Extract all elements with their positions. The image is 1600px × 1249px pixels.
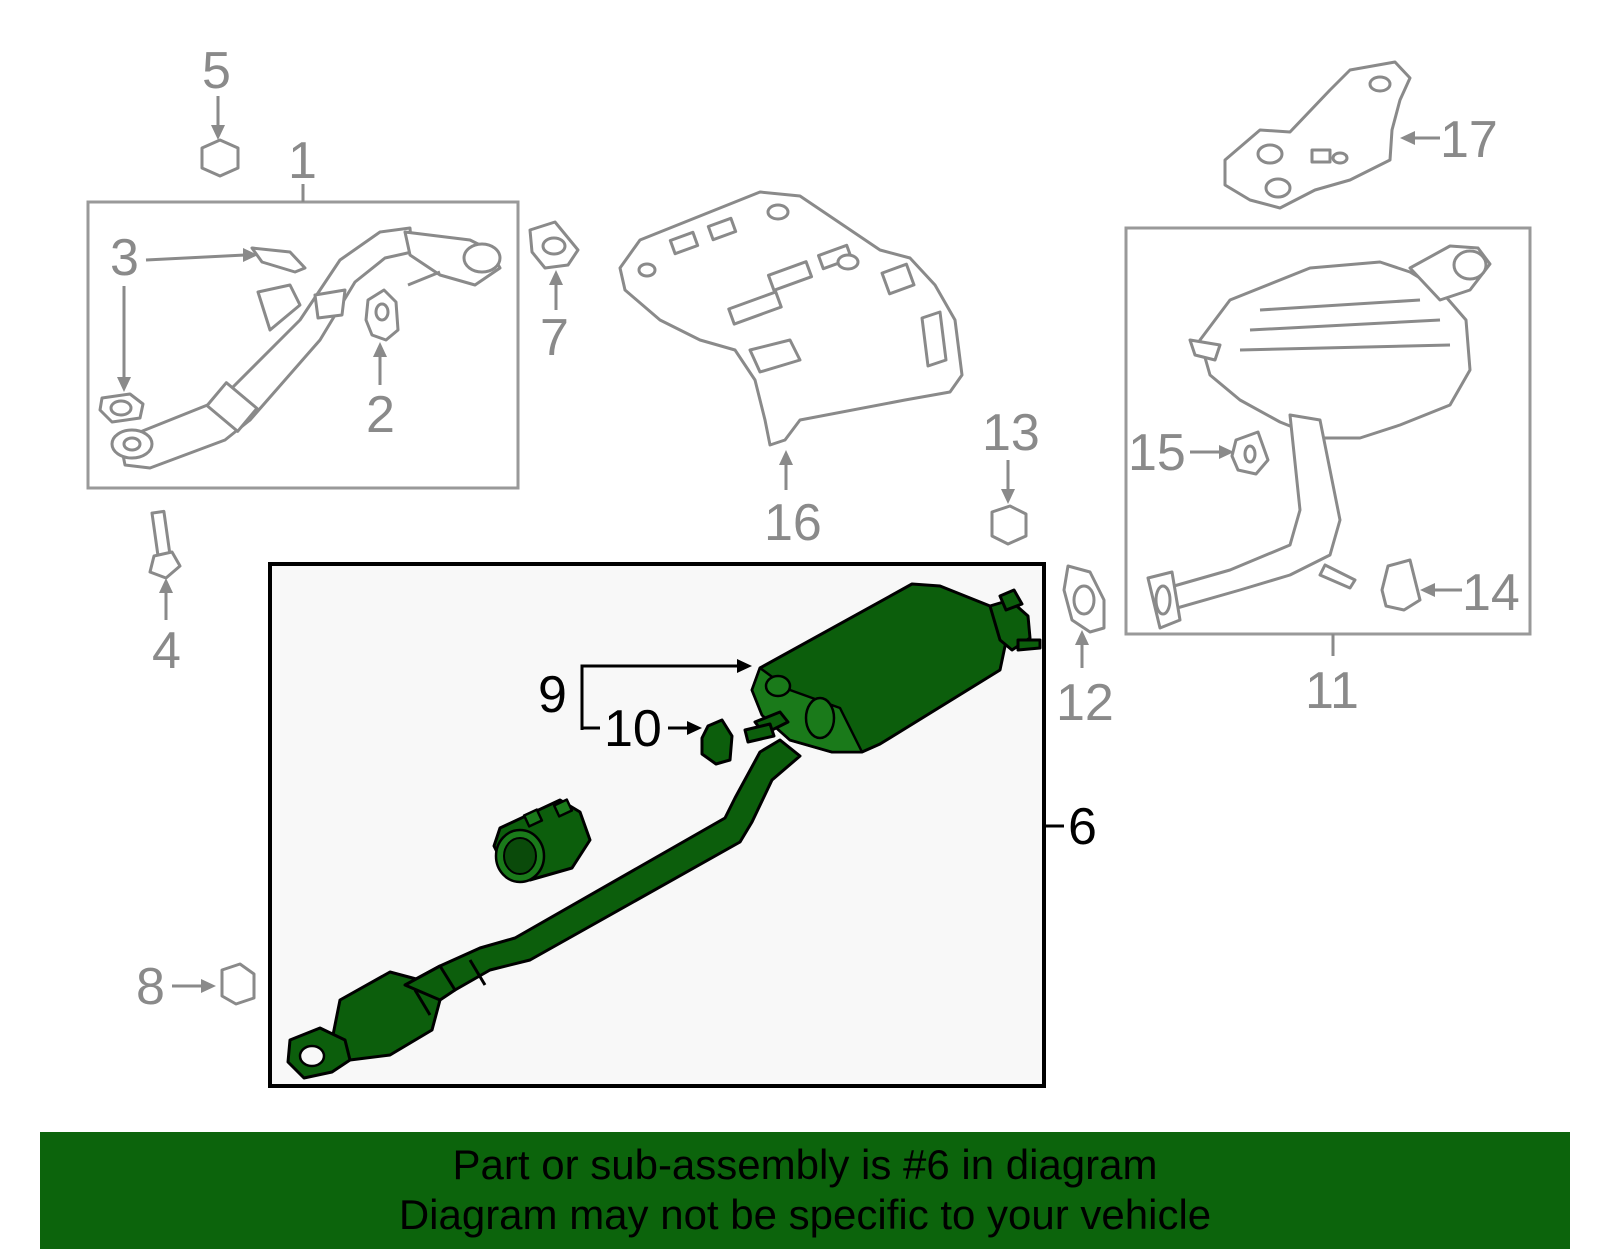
callout-8[interactable]: 8 [136,958,165,1016]
callout-17[interactable]: 17 [1440,111,1498,169]
rear-muffler-part[interactable] [1146,244,1492,630]
callout-15[interactable]: 15 [1128,424,1186,482]
info-banner: Part or sub-assembly is #6 in diagram Di… [40,1132,1570,1249]
callout-4[interactable]: 4 [152,622,181,680]
part-14-hanger[interactable] [1380,558,1422,612]
callout-7[interactable]: 7 [540,309,569,367]
part-5-nut[interactable] [200,138,240,178]
callout-13[interactable]: 13 [982,404,1040,462]
callout-2[interactable]: 2 [366,386,395,444]
callout-14[interactable]: 14 [1462,564,1520,622]
callout-1[interactable]: 1 [288,132,317,190]
front-pipe-part[interactable] [110,226,502,470]
part-12-gasket[interactable] [1062,564,1106,634]
part-17-bracket[interactable] [1223,60,1412,210]
part-15-hanger[interactable] [1230,430,1270,476]
callout-12[interactable]: 12 [1056,674,1114,732]
muffler-part[interactable] [750,582,1042,754]
callout-10[interactable]: 10 [604,700,662,758]
center-pipe-part[interactable] [286,738,802,1080]
callout-5[interactable]: 5 [202,42,231,100]
callout-6[interactable]: 6 [1068,798,1097,856]
part-16-heat-shield[interactable] [618,190,964,447]
banner-line-2: Diagram may not be specific to your vehi… [398,1191,1212,1238]
callout-11[interactable]: 11 [1305,662,1359,720]
part-4-bolt[interactable] [148,509,182,580]
part-2-hanger[interactable] [364,288,400,342]
part-7-gasket[interactable] [528,220,580,270]
part-13-nut[interactable] [990,504,1028,546]
part-3-gasket[interactable] [98,392,145,424]
part-3-shield[interactable] [250,246,307,274]
callout-3[interactable]: 3 [110,229,139,287]
part-8-nut[interactable] [220,962,256,1006]
callout-16[interactable]: 16 [764,494,822,552]
sleeve-clamp-part[interactable] [492,798,592,884]
callout-9[interactable]: 9 [538,666,567,724]
part-10-hanger[interactable] [700,718,734,766]
part-9-clamp[interactable] [743,710,790,744]
banner-line-1: Part or sub-assembly is #6 in diagram [452,1141,1158,1188]
